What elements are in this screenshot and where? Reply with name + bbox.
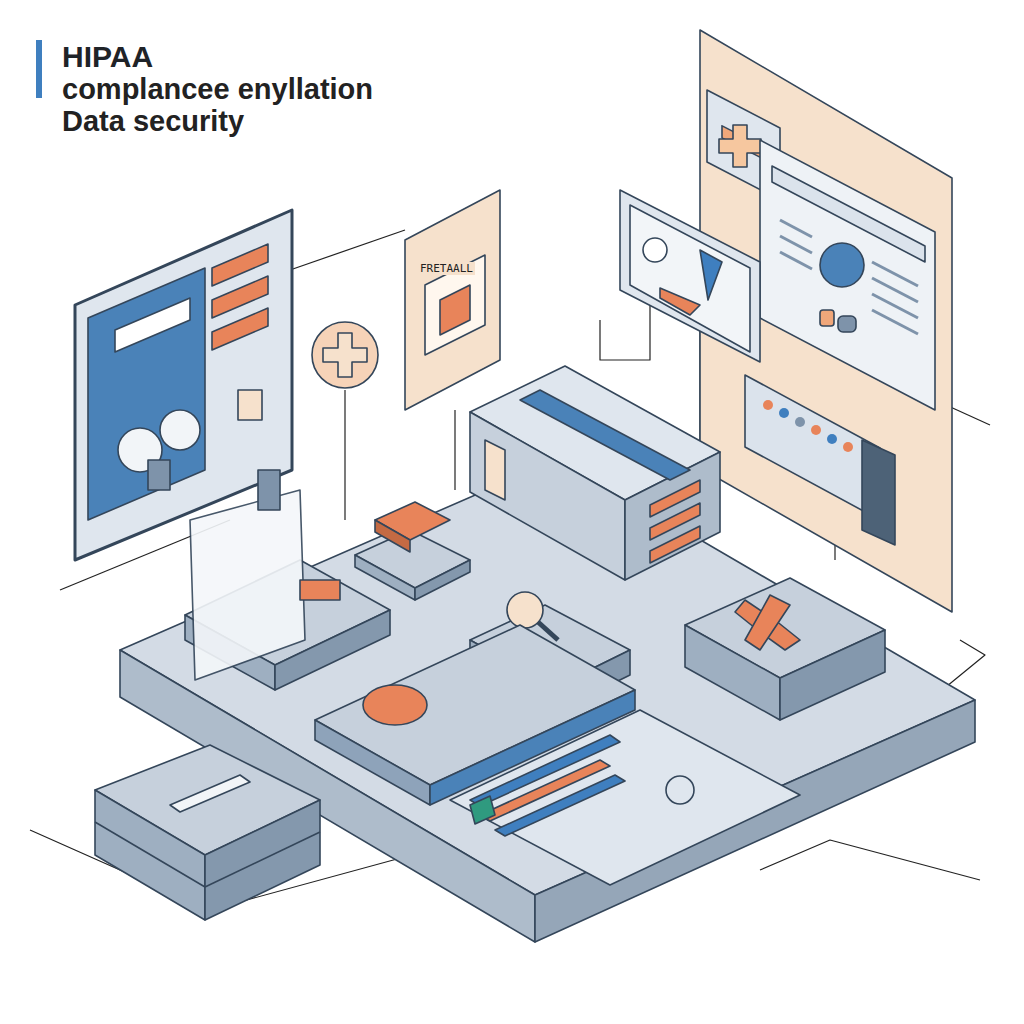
diagram-title: HIPAA [62, 40, 153, 74]
title-line: complancee enyllation [62, 72, 373, 106]
title-line: Data security [62, 104, 244, 138]
panel-label: FRETAALL [418, 262, 475, 275]
